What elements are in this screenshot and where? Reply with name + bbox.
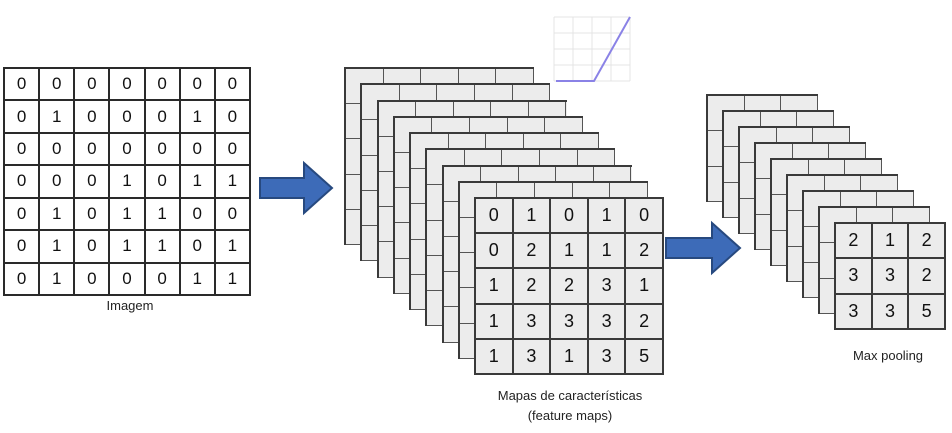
grid-cell: 1 <box>551 234 589 270</box>
grid-cell: 0 <box>476 199 514 235</box>
grid-cell: 0 <box>75 69 111 102</box>
grid-cell: 0 <box>5 133 41 167</box>
grid-cell: 1 <box>40 231 76 264</box>
relu-activation-graph-icon <box>553 16 631 82</box>
grid-cell: 2 <box>626 234 664 270</box>
grid-cell: 1 <box>476 339 514 375</box>
grid-cell: 0 <box>110 133 146 167</box>
grid-cell: 3 <box>513 339 552 375</box>
grid-cell: 0 <box>5 231 41 264</box>
grid-cell: 3 <box>588 339 627 375</box>
grid-cell: 0 <box>145 69 181 102</box>
right-arrow-icon <box>259 160 334 216</box>
grid-cell: 3 <box>836 294 873 330</box>
grid-cell: 0 <box>110 69 146 102</box>
grid-cell: 0 <box>180 69 216 102</box>
grid-cell: 0 <box>215 198 251 232</box>
grid-cell: 3 <box>513 304 552 340</box>
grid-cell: 1 <box>551 339 589 375</box>
input-image-caption: Imagem <box>106 298 154 313</box>
grid-cell: 0 <box>5 166 41 199</box>
grid-cell: 0 <box>5 69 41 102</box>
grid-cell: 0 <box>75 263 111 296</box>
grid-cell: 0 <box>5 198 41 232</box>
grid-cell: 2 <box>551 269 589 305</box>
grid-cell: 0 <box>110 101 146 134</box>
feature-maps-caption-line1: Mapas de características <box>497 388 643 403</box>
grid-cell: 3 <box>872 259 910 295</box>
grid-cell: 1 <box>180 166 216 199</box>
grid-cell: 3 <box>872 294 910 330</box>
grid-cell: 1 <box>145 198 181 232</box>
grid-cell: 0 <box>180 133 216 167</box>
grid-cell: 0 <box>180 231 216 264</box>
grid-cell: 2 <box>836 224 873 260</box>
grid-cell: 0 <box>40 69 76 102</box>
grid-cell: 0 <box>5 263 41 296</box>
grid-cell: 3 <box>588 304 627 340</box>
grid-cell: 1 <box>513 199 552 235</box>
grid-cell: 0 <box>75 133 111 167</box>
grid-cell: 0 <box>75 231 111 264</box>
grid-cell: 0 <box>551 199 589 235</box>
grid-cell: 1 <box>40 263 76 296</box>
grid-cell: 0 <box>75 198 111 232</box>
grid-cell: 1 <box>110 198 146 232</box>
right-arrow-icon <box>665 220 742 276</box>
grid-cell: 5 <box>909 294 946 330</box>
grid-cell: 1 <box>40 101 76 134</box>
grid-cell: 1 <box>626 269 664 305</box>
grid-cell: 0 <box>476 234 514 270</box>
grid-cell: 0 <box>145 166 181 199</box>
grid-cell: 2 <box>513 234 552 270</box>
grid-cell: 0 <box>215 69 251 102</box>
grid-cell: 0 <box>110 263 146 296</box>
grid-cell: 0 <box>626 199 664 235</box>
grid-cell: 0 <box>5 101 41 134</box>
grid-cell: 1 <box>476 269 514 305</box>
grid-cell: 1 <box>588 234 627 270</box>
grid-cell: 2 <box>626 304 664 340</box>
grid-cell: 0 <box>145 133 181 167</box>
grid-cell: 0 <box>215 101 251 134</box>
grid-cell: 0 <box>75 166 111 199</box>
grid-cell: 1 <box>110 166 146 199</box>
grid-cell: 5 <box>626 339 664 375</box>
grid-cell: 1 <box>476 304 514 340</box>
feature-maps-caption-line2: (feature maps) <box>527 408 613 423</box>
grid-cell: 0 <box>215 133 251 167</box>
grid-cell: 1 <box>215 231 251 264</box>
grid-cell: 0 <box>75 101 111 134</box>
grid-cell: 0 <box>145 101 181 134</box>
grid-cell: 1 <box>215 263 251 296</box>
grid-cell: 2 <box>909 224 946 260</box>
grid-cell: 3 <box>551 304 589 340</box>
grid-cell: 1 <box>180 101 216 134</box>
grid-cell: 1 <box>180 263 216 296</box>
grid-cell: 0 <box>40 166 76 199</box>
max-pooling-caption: Max pooling <box>852 348 924 363</box>
grid-cell: 3 <box>836 259 873 295</box>
grid-cell: 0 <box>145 263 181 296</box>
grid-cell: 0 <box>40 133 76 167</box>
grid-cell: 1 <box>110 231 146 264</box>
grid-cell: 2 <box>909 259 946 295</box>
feature-maps-caption: Mapas de características (feature maps) <box>470 386 670 426</box>
grid-cell: 2 <box>513 269 552 305</box>
grid-cell: 1 <box>145 231 181 264</box>
grid-cell: 1 <box>872 224 910 260</box>
grid-cell: 1 <box>215 166 251 199</box>
grid-cell: 1 <box>588 199 627 235</box>
grid-cell: 0 <box>180 198 216 232</box>
grid-cell: 3 <box>588 269 627 305</box>
grid-cell: 1 <box>40 198 76 232</box>
